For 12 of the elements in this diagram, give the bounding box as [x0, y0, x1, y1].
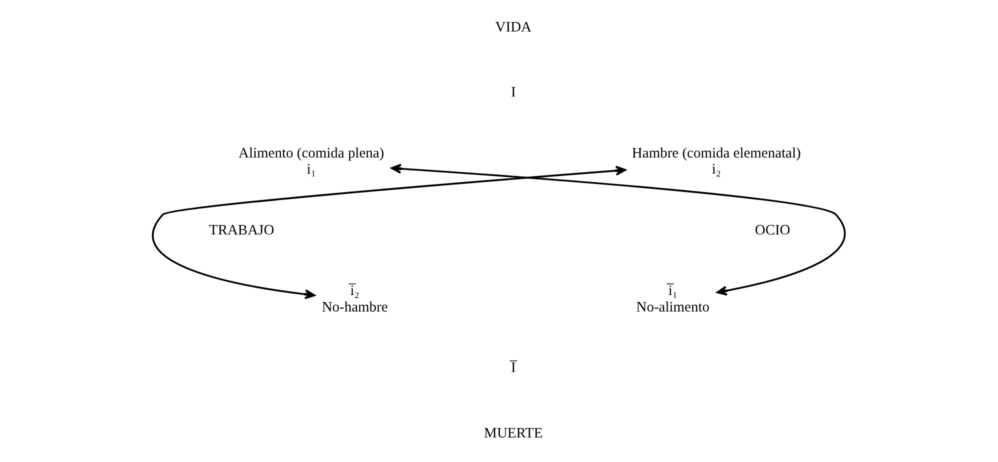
- label: I: [511, 84, 516, 101]
- node-text: Hambre (comida elemenatal) i₂: [632, 145, 801, 178]
- arrow: [152, 166, 626, 300]
- label: I̅: [511, 360, 516, 376]
- node-text: i̅₁ No-alimento: [636, 283, 710, 316]
- node-text: i̅₂ No-hambre: [322, 283, 388, 316]
- label: OCIO: [754, 222, 790, 238]
- label: MUERTE: [484, 425, 543, 442]
- label: VIDA: [495, 19, 532, 36]
- node-text: Alimento (comida plena) i₁: [238, 145, 384, 178]
- label: TRABAJO: [208, 222, 274, 238]
- arrow: [390, 164, 846, 296]
